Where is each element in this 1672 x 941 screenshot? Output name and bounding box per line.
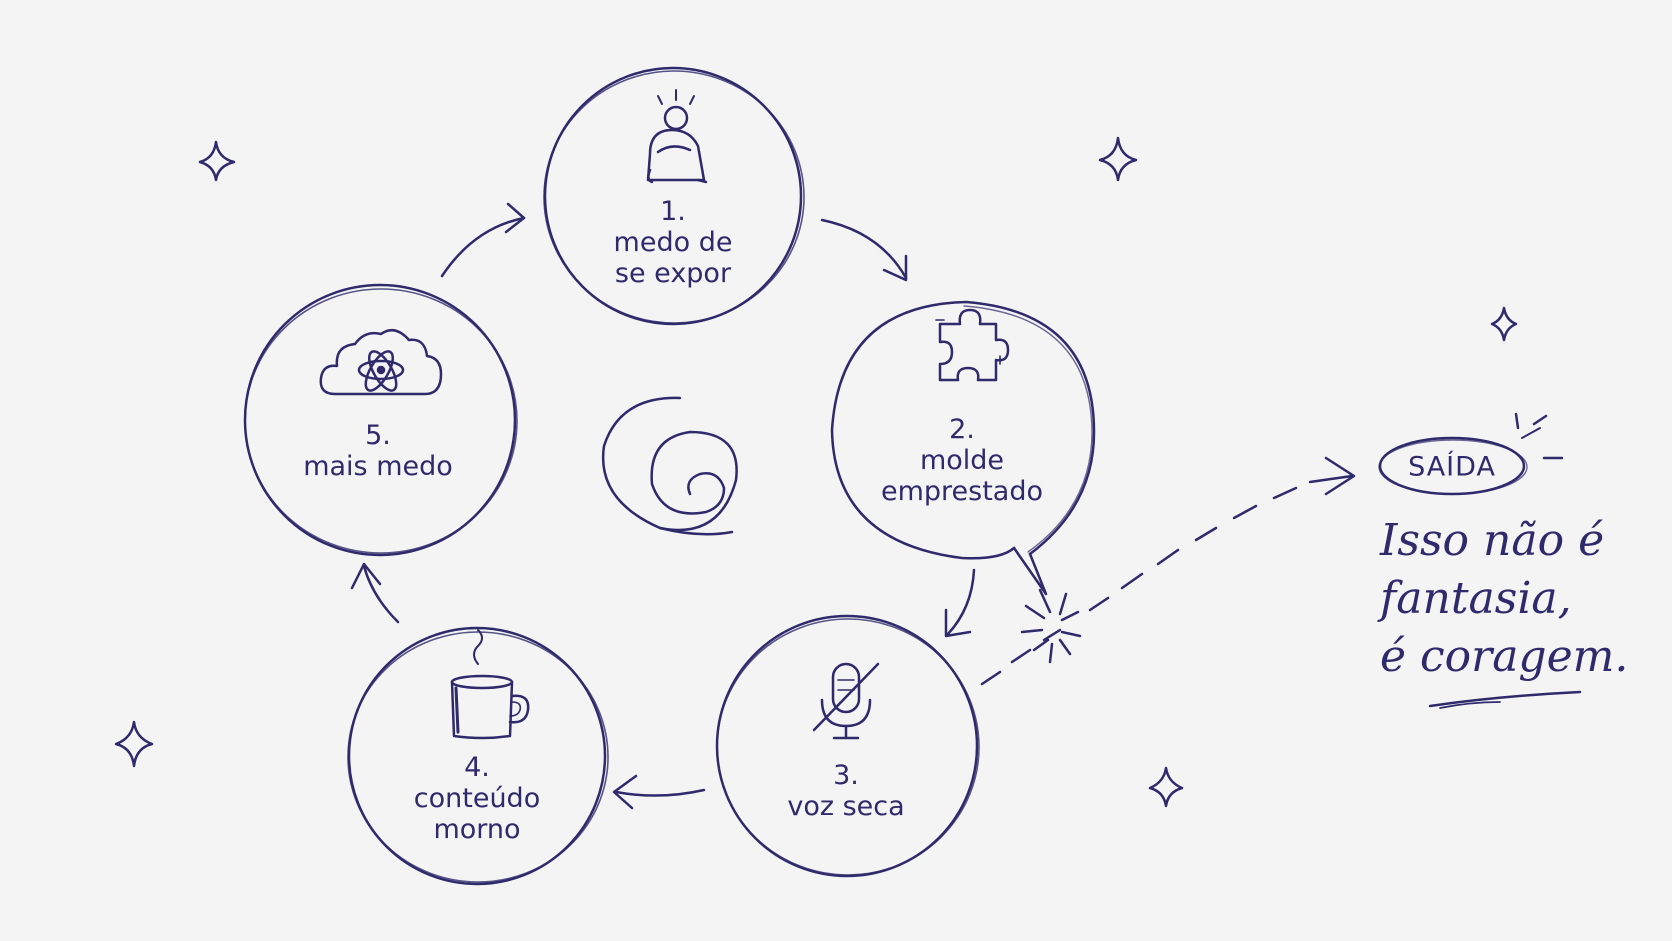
arrow-4-to-5 [350,562,400,624]
quote-underline [1428,690,1582,709]
break-burst-icon [1020,588,1082,664]
coffee-mug-icon [450,629,530,740]
muted-microphone-icon [812,662,880,740]
sparkle-icon [1148,766,1184,808]
step-2-label: 2. molde emprestado [881,414,1043,507]
arrow-3-to-4 [612,774,706,810]
arrow-1-to-2 [820,218,908,282]
step-3-line-1: voz seca [787,791,905,822]
step-4-number: 4. [464,752,490,783]
step-circle-4 [347,626,609,886]
sparkle-icon [1098,136,1138,182]
exit-arrow [980,456,1356,686]
step-3-label: 3. voz seca [787,760,904,822]
step-5-line-1: mais medo [303,451,453,482]
sparkle-icon [198,140,236,182]
puzzle-piece-icon [935,308,1010,382]
step-2-line-1: molde [919,445,1005,476]
step-1-line-2: se expor [614,258,732,289]
step-2-line-2: emprestado [880,476,1044,507]
scribble-icon [601,396,738,536]
step-4-line-2: morno [433,814,521,845]
arrow-5-to-1 [440,202,526,278]
step-5-number: 5. [365,420,391,451]
exit-quote-line-2: fantasia, [1380,573,1572,624]
step-1-number: 1. [660,196,686,227]
exit-badge-label: SAÍDA [1408,451,1496,483]
step-3-number: 3. [833,760,859,791]
arrow-2-to-3 [944,568,976,638]
step-4-label: 4. conteúdo morno [414,752,540,845]
step-2-number: 2. [949,414,975,445]
exit-badge [1378,412,1564,496]
step-1-label: 1. medo de se expor [614,196,733,289]
step-5-label: 5. mais medo [303,420,453,482]
sparkle-icon [1490,306,1518,342]
sparkle-icon [114,720,154,768]
exit-quote: Isso não é fantasia, é coragem. [1380,512,1628,686]
hugging-knees-person-icon [646,89,708,184]
step-4-line-1: conteúdo [413,783,541,814]
tangled-cloud-icon [319,328,443,396]
step-circle-1 [543,66,805,326]
step-1-line-1: medo de [613,227,733,258]
step-circle-5 [243,283,518,557]
step-circle-2 [830,300,1096,596]
step-circle-3 [715,614,980,878]
exit-quote-line-3: é coragem. [1380,631,1629,682]
exit-quote-line-1: Isso não é [1380,515,1605,566]
